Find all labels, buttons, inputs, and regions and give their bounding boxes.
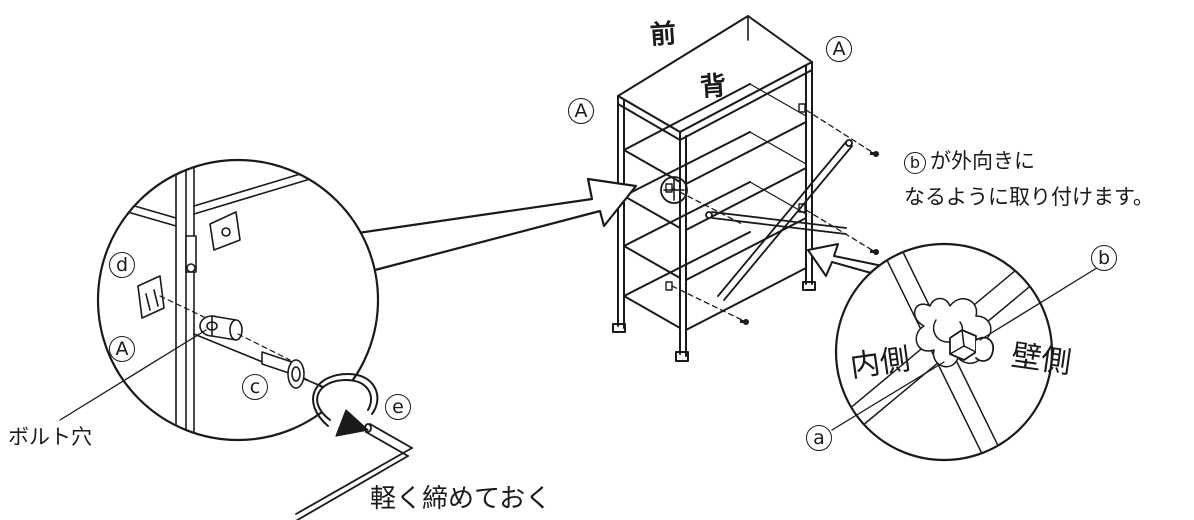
marker-d: d (109, 252, 135, 278)
note-marker-b: b (904, 152, 926, 174)
shelf-unit (612, 15, 816, 362)
note-line-1: が外向きに (930, 149, 1035, 173)
marker-a-left: A (568, 98, 594, 124)
detail-circle-right (831, 242, 1101, 462)
tighten-rotation-arrow (312, 373, 379, 437)
inner-side-label: 内側 (848, 341, 913, 385)
marker-e: e (385, 394, 411, 420)
marker-a-right: A (826, 36, 852, 62)
wall-side-label: 壁側 (1009, 338, 1074, 382)
bolt-hole-label: ボルト穴 (8, 425, 92, 449)
screw-guide-lines (671, 109, 873, 321)
back-label: 背 (699, 71, 728, 103)
front-label: 前 (649, 19, 678, 51)
detail-circle-left (59, 158, 380, 442)
note-line-2: なるように取り付けます。 (904, 185, 1154, 209)
tighten-label: 軽く締めておく (370, 484, 552, 514)
marker-a: a (806, 425, 832, 451)
joint-highlight (660, 176, 688, 204)
screws (740, 151, 879, 325)
cross-braces (705, 139, 853, 301)
hex-key (295, 423, 413, 520)
marker-a-detail: A (109, 336, 135, 362)
marker-c: c (242, 374, 268, 400)
pointer-arrow-main (342, 177, 638, 277)
marker-b: b (1091, 245, 1117, 271)
